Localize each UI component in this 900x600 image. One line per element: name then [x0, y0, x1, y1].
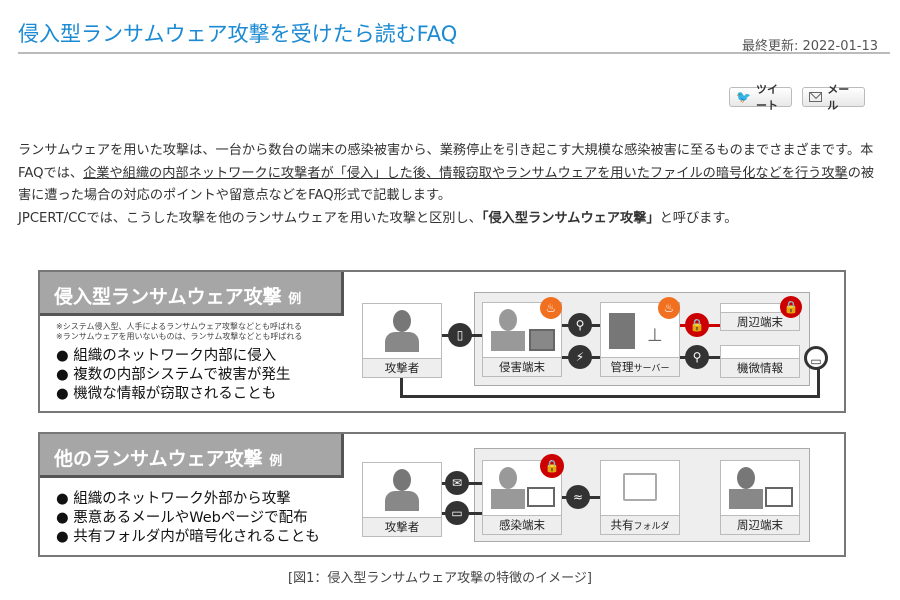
node-attacker: 攻撃者	[362, 303, 442, 378]
node-peripheral: 周辺端末	[720, 303, 800, 331]
figure1-note: ※ランサムウェアを用いないものは、ランサム攻撃などとも呼ばれる	[56, 332, 303, 341]
tweet-button[interactable]: 🐦 ツイート	[729, 83, 792, 112]
node-shared-folder: 共有フォルダ	[600, 460, 680, 535]
node-management-server: ⊥ 管理サーバー	[600, 302, 680, 377]
bullet: ● 組織のネットワーク外部から攻撃	[56, 491, 291, 507]
figure-intrusive-ransomware: 侵入型ランサムウェア攻撃 例 ※システム侵入型、人手によるランサムウェア攻撃など…	[38, 270, 846, 413]
network-tree-icon: ⊥	[647, 325, 663, 346]
folder-icon: ▭	[804, 346, 828, 370]
figure-other-ransomware: 他のランサムウェア攻撃 例 ● 組織のネットワーク外部から攻撃 ● 悪意あるメー…	[38, 432, 846, 557]
intro-text: ランサムウェアを用いた攻撃は、一台から数台の端末の感染被害から、業務停止を引き起…	[18, 143, 874, 181]
attacker-person-icon	[385, 469, 419, 513]
folder-icon	[623, 473, 657, 501]
title-divider	[18, 52, 890, 54]
lock-icon: 🔒	[780, 296, 802, 318]
laptop-icon	[765, 487, 793, 507]
server-icon	[609, 313, 635, 349]
mail-button[interactable]: メール	[802, 83, 865, 112]
intro-text: と呼びます。	[659, 210, 738, 226]
fire-icon: ♨	[540, 297, 562, 319]
node-peripheral: 周辺端末	[720, 460, 800, 535]
figure1-heading: 侵入型ランサムウェア攻撃 例	[40, 272, 344, 316]
mail-icon: ✉	[445, 471, 469, 495]
bullet: ● 共有フォルダ内が暗号化されることも	[56, 529, 320, 545]
mail-label: メール	[827, 83, 850, 112]
lock-icon: 🔒	[540, 454, 564, 478]
figure2-bullets: ● 組織のネットワーク外部から攻撃 ● 悪意あるメールやWebページで配布 ● …	[56, 490, 320, 547]
page-title: 侵入型ランサムウェア攻撃を受けたら読むFAQ	[18, 22, 458, 46]
bullet: ● 複数の内部システムで被害が発生	[56, 367, 291, 383]
intro-text: の被害に遭った場合の対応のポイントや留意点などをFAQ形式で記載します。	[18, 165, 875, 204]
last-updated: 最終更新: 2022-01-13	[741, 39, 878, 54]
twitter-icon: 🐦	[736, 90, 751, 104]
computer-icon	[529, 329, 555, 351]
lateral-move-icon: ⚡	[568, 345, 592, 369]
fire-icon: ♨	[658, 297, 680, 319]
figure2-heading: 他のランサムウェア攻撃 例	[40, 434, 344, 478]
browser-icon: ▭	[445, 501, 469, 525]
mail-icon	[809, 92, 823, 102]
node-attacker: 攻撃者	[362, 462, 442, 537]
person-icon	[491, 467, 525, 511]
exfil-arrow	[400, 378, 403, 398]
intro-link[interactable]: 企業や組織の内部ネットワークに攻撃者が「侵入」した後、情報窃取やランサムウェアを…	[83, 165, 848, 181]
lock-icon: 🔒	[685, 313, 709, 337]
attacker-person-icon	[385, 310, 419, 354]
figure1-note: ※システム侵入型、人手によるランサムウェア攻撃などとも呼ばれる	[56, 322, 303, 331]
bullet: ● 組織のネットワーク内部に侵入	[56, 348, 277, 364]
search-icon: ⚲	[568, 313, 592, 337]
exfil-arrow	[400, 395, 820, 398]
search-icon: ⚲	[685, 345, 709, 369]
intro-paragraph: ランサムウェアを用いた攻撃は、一台から数台の端末の感染被害から、業務停止を引き起…	[18, 140, 878, 230]
door-icon: ▯	[448, 323, 472, 347]
intro-text: JPCERT/CCでは、こうした攻撃を他のランサムウェアを用いた攻撃と区別し、	[18, 210, 482, 226]
person-icon	[491, 309, 525, 353]
intro-bold: 「侵入型ランサムウェア攻撃」	[481, 210, 660, 226]
bullet: ● 悪意あるメールやWebページで配布	[56, 510, 308, 526]
network-spread-icon: ≈	[566, 485, 590, 509]
tweet-label: ツイート	[755, 83, 778, 112]
figure-caption: [図1：侵入型ランサムウェア攻撃の特徴のイメージ]	[288, 571, 592, 586]
person-icon	[729, 467, 763, 511]
laptop-icon	[527, 487, 555, 507]
node-sensitive-info: 機微情報	[720, 345, 800, 378]
bullet: ● 機微な情報が窃取されることも	[56, 386, 277, 402]
figure1-bullets: ● 組織のネットワーク内部に侵入 ● 複数の内部システムで被害が発生 ● 機微な…	[56, 347, 290, 404]
